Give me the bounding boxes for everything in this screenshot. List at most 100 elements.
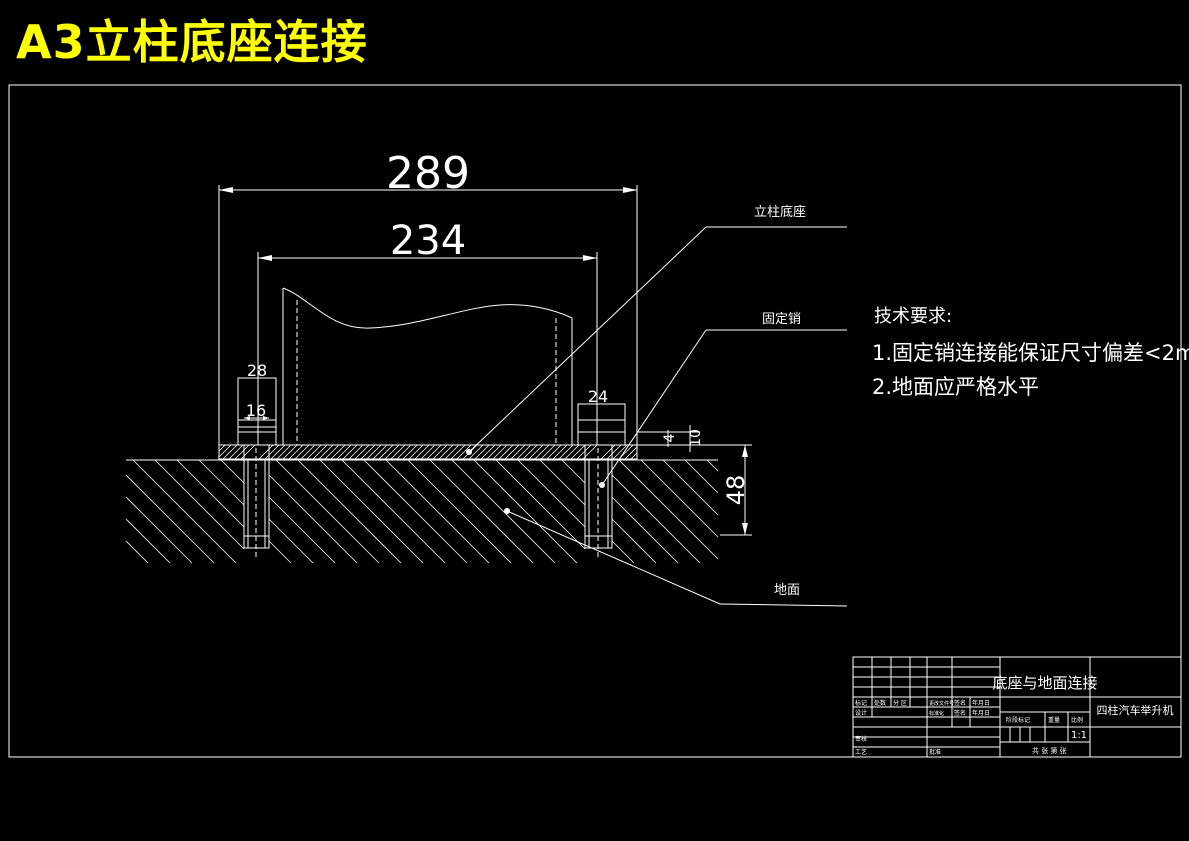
hatch-line (495, 459, 586, 550)
plate-hatch-line (600, 444, 616, 460)
tb-process: 工艺 (855, 748, 867, 756)
plate-hatch-line (336, 444, 352, 460)
hatch-line (341, 459, 446, 564)
plate-hatch-line (450, 444, 466, 460)
plate-hatch-line (276, 444, 292, 460)
hatch-line (618, 459, 719, 560)
hatch-line (611, 540, 635, 564)
plate-hatch-line (612, 444, 628, 460)
callout-fixing-pin: 固定销 (599, 312, 847, 488)
dimension-left-nut: 28 16 (238, 361, 276, 420)
hatch-line (268, 474, 358, 564)
plate-hatch-line (294, 444, 310, 460)
callout-ground-label: 地面 (774, 583, 800, 598)
hatch-line (539, 459, 586, 506)
plate-hatch-line (564, 444, 580, 460)
hatch-line (684, 459, 719, 494)
dim-289-label: 289 (386, 148, 470, 199)
hatch-line (561, 459, 586, 484)
plate-hatch-line (570, 444, 586, 460)
plate-hatch-line (552, 444, 568, 460)
title-block-product-name: 四柱汽车举升机 (1097, 703, 1174, 717)
plate-hatch-line (492, 444, 508, 460)
plate-hatch-line (540, 444, 556, 460)
hatch-line (611, 474, 701, 564)
title-block-drawing-name: 底座与地面连接 (992, 674, 1097, 692)
plate-hatch-line (300, 444, 316, 460)
dim-234-label: 234 (390, 218, 466, 264)
callout-column-base: 立柱底座 (466, 204, 847, 455)
tb-zone: 分 区 (893, 699, 907, 707)
dim-24-label: 24 (588, 387, 608, 406)
plate-hatch-line (264, 444, 280, 460)
plate-hatch-line (438, 444, 454, 460)
title-block-scale: 1:1 (1071, 730, 1087, 741)
plate-hatch-line (522, 444, 538, 460)
hatch-line (220, 459, 245, 484)
plate-hatch-line (378, 444, 394, 460)
hatch-line (517, 459, 586, 528)
plate-hatch-line (240, 444, 256, 460)
plate-hatch-line (330, 444, 346, 460)
hatch-line (473, 459, 578, 564)
plate-hatch-line (498, 444, 514, 460)
hatch-line (125, 540, 149, 564)
tech-requirement-2: 2.地面应严格水平 (872, 375, 1039, 399)
plate-hatch-line (624, 446, 638, 460)
base-plate-hatch (218, 444, 638, 460)
dim-48-label: 48 (722, 475, 750, 506)
hatch-line (198, 459, 245, 506)
dimension-right-nut: 24 (585, 387, 612, 406)
tech-requirements: 技术要求: 1.固定销连接能保证尺寸偏差<2mm 2.地面应严格水平 (872, 306, 1189, 399)
hatch-line (268, 540, 292, 564)
dim-16-label: 16 (246, 401, 266, 420)
plate-hatch-line (348, 444, 364, 460)
tb-stage: 阶段标记 (1006, 716, 1030, 724)
tb-ratio: 比例 (1071, 716, 1083, 724)
plate-hatch-line (270, 444, 286, 460)
hatch-line (385, 459, 490, 564)
plate-hatch-line (282, 444, 298, 460)
hatch-line (407, 459, 512, 564)
plate-hatch-line (414, 444, 430, 460)
hatch-line (125, 518, 171, 564)
plate-hatch-line (630, 452, 638, 460)
plate-hatch-line (516, 444, 532, 460)
plate-hatch-line (390, 444, 406, 460)
plate-hatch-line (366, 444, 382, 460)
hatch-line (268, 518, 314, 564)
page-title: A3立柱底座连接 (16, 15, 368, 69)
dimension-embed-depth: 48 (720, 445, 752, 536)
callout-fixing-pin-label: 固定销 (762, 312, 801, 327)
hatch-line (268, 496, 336, 564)
dimension-inner-width: 234 (257, 218, 598, 445)
tb-count: 处数 (874, 699, 886, 707)
left-fixing-pin (237, 377, 277, 558)
tech-requirement-1: 1.固定销连接能保证尺寸偏差<2mm (872, 341, 1189, 365)
hatch-line (363, 459, 468, 564)
plate-hatch-line (306, 444, 322, 460)
plate-hatch-line (372, 444, 388, 460)
plate-hatch-line (402, 444, 418, 460)
plate-hatch-line (606, 444, 622, 460)
plate-hatch-line (222, 444, 238, 460)
hatch-line (125, 496, 193, 564)
plate-hatch-line (528, 444, 544, 460)
plate-hatch-line (258, 444, 274, 460)
hatch-line (706, 459, 719, 472)
plate-hatch-line (354, 444, 370, 460)
plate-hatch-line (420, 444, 436, 460)
tb-mark: 标记 (855, 699, 867, 707)
hatch-line (132, 459, 237, 564)
plate-hatch-line (342, 444, 358, 460)
tb-change-doc: 更改文件号 (929, 700, 954, 707)
hatch-line (319, 459, 424, 564)
plate-hatch-line (228, 444, 244, 460)
tb-date: 年月日 (972, 699, 990, 707)
plate-hatch-line (218, 444, 232, 458)
plate-hatch-line (546, 444, 562, 460)
callout-column-base-label: 立柱底座 (754, 204, 806, 220)
plate-hatch-line (396, 444, 412, 460)
plate-hatch-line (318, 444, 334, 460)
